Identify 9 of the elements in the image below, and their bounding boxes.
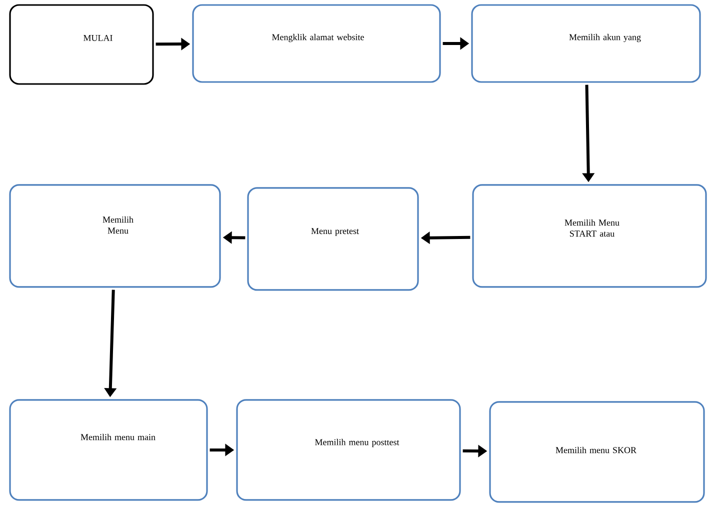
process-box: Memilih Menu START atau: [472, 184, 707, 288]
process-box: Memilih menu SKOR: [489, 401, 705, 503]
process-box: Menu pretest: [247, 187, 419, 291]
process-box: Memilih menu main: [9, 399, 208, 501]
process-box: Mengklik alamat website: [192, 4, 441, 83]
process-box: Memilih menu posttest: [236, 399, 461, 501]
process-box: Memilih Menu: [9, 184, 221, 288]
process-box: MULAI: [9, 4, 154, 85]
process-box: Memilih akun yang: [471, 4, 701, 83]
